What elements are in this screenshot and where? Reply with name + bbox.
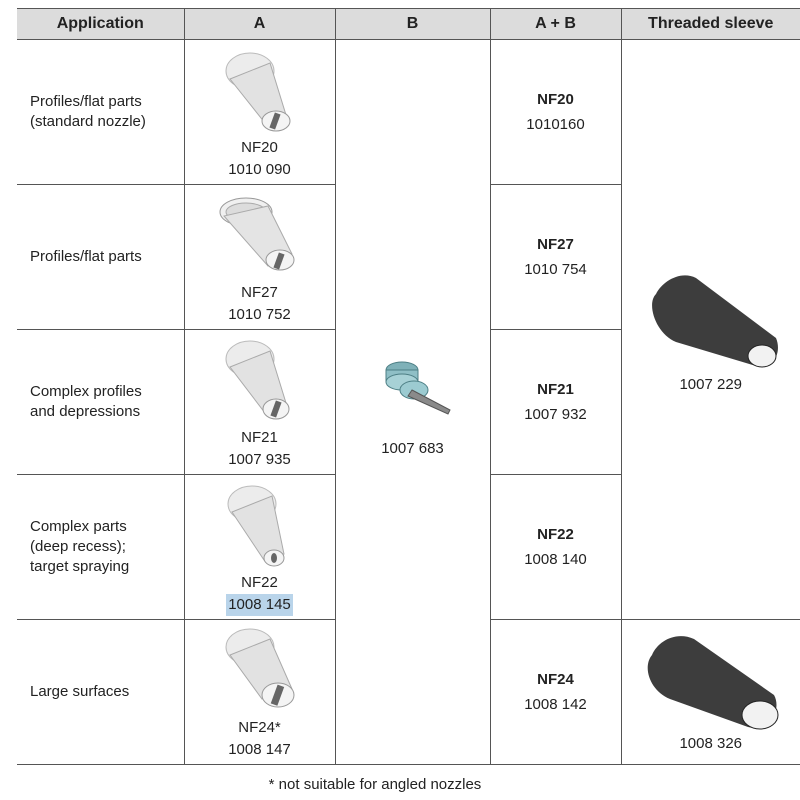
header-b: B: [334, 8, 491, 40]
application-cell: Large surfaces: [17, 619, 185, 765]
nozzle-a-name: NF27: [241, 284, 278, 301]
nozzle-tip-icon: [227, 485, 285, 567]
nozzle-a-name: NF22: [241, 574, 278, 591]
header-row: Application A B A + B Threaded sleeve: [17, 8, 800, 40]
ab-cell: NF21 1007 932: [489, 329, 622, 475]
nozzle-tip-icon: [225, 628, 294, 708]
nozzle-a-code[interactable]: 1008 145: [226, 594, 293, 616]
sleeve-code: 1008 326: [679, 735, 743, 752]
header-a: A: [183, 8, 336, 40]
ab-name: NF22: [537, 526, 574, 543]
ab-name: NF24: [537, 671, 574, 688]
table-row: Profiles/flat parts (standard nozzle) NF…: [17, 39, 800, 765]
ab-name: NF27: [537, 236, 574, 253]
nozzle-b-code: 1007 683: [381, 440, 444, 457]
ab-cell: NF20 1010160: [489, 39, 622, 185]
threaded-sleeve-icon: [647, 636, 779, 730]
sleeve-code: 1007 229: [679, 375, 743, 393]
nozzle-a-code: 1010 752: [228, 306, 291, 323]
nozzle-a-cell: NF20 1010 090: [183, 39, 336, 185]
ab-code: 1010160: [526, 116, 585, 133]
ab-cell: NF24 1008 142: [489, 619, 622, 765]
application-cell: Complex profiles and depressions: [17, 329, 185, 475]
application-cell: Profiles/flat parts: [17, 184, 185, 330]
application-cell: Profiles/flat parts (standard nozzle): [17, 39, 185, 185]
nozzle-a-cell: NF22 1008 145: [183, 474, 336, 620]
ab-code: 1010 754: [524, 261, 587, 278]
header-threaded-sleeve: Threaded sleeve: [620, 8, 800, 40]
nozzle-b-cell: 1007 683: [334, 39, 491, 765]
threaded-sleeve-cell: 1008 326: [620, 619, 800, 765]
threaded-sleeve-icon: [651, 274, 778, 367]
table-row: Profiles/flat parts NF27 1010 752 NF27 1…: [17, 184, 800, 330]
ab-name: NF21: [537, 381, 574, 398]
header-application: Application: [17, 8, 185, 40]
nozzle-insert-icon: [385, 361, 451, 415]
nozzle-table: Application A B A + B Threaded sleeve Pr…: [17, 8, 800, 765]
nozzle-a-name: NF20: [241, 139, 278, 156]
nozzle-a-cell: NF21 1007 935: [183, 329, 336, 475]
ab-code: 1008 140: [524, 551, 587, 568]
footnote: * not suitable for angled nozzles: [268, 776, 482, 793]
nozzle-tip-icon: [225, 52, 290, 132]
header-ab: A + B: [489, 8, 622, 40]
table-row: Complex profiles and depressions NF21 10…: [17, 329, 800, 475]
ab-name: NF20: [537, 91, 574, 108]
ab-cell: NF22 1008 140: [489, 474, 622, 620]
nozzle-a-cell: NF27 1010 752: [183, 184, 336, 330]
ab-code: 1007 932: [524, 406, 587, 423]
nozzle-tip-icon: [225, 340, 289, 420]
application-cell: Complex parts (deep recess); target spra…: [17, 474, 185, 620]
nozzle-tip-icon: [219, 197, 294, 271]
ab-cell: NF27 1010 754: [489, 184, 622, 330]
table-row: Large surfaces NF24* 1008 147 NF24 1008 …: [17, 619, 800, 765]
table-row: Complex parts (deep recess); target spra…: [17, 474, 800, 620]
ab-code: 1008 142: [524, 696, 587, 713]
nozzle-a-name: NF24*: [238, 719, 281, 736]
nozzle-a-code: 1010 090: [228, 161, 291, 178]
nozzle-a-cell: NF24* 1008 147: [183, 619, 336, 765]
nozzle-a-code: 1008 147: [228, 741, 291, 758]
nozzle-a-name: NF21: [241, 429, 278, 446]
nozzle-a-code: 1007 935: [228, 451, 291, 468]
threaded-sleeve-cell: 1007 229: [620, 39, 800, 620]
